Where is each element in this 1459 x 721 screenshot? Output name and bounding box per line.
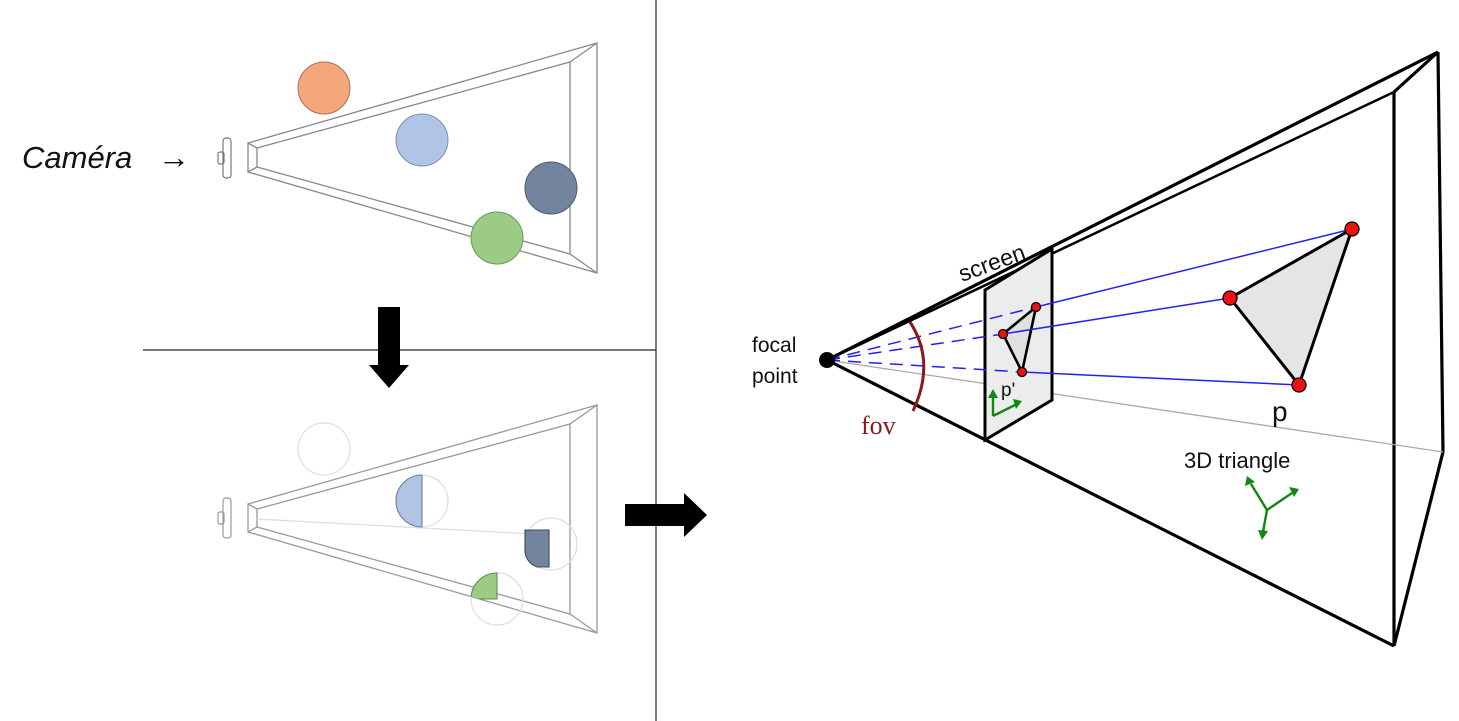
focal-label: focal [752, 334, 796, 357]
light-blue-sphere-visible-half [395, 474, 423, 528]
frustum-outline [247, 404, 598, 634]
orange-sphere [297, 61, 351, 115]
dark-blue-sphere [524, 161, 578, 215]
green-sphere-visible-quarter [470, 572, 498, 600]
screen-axes-icon [988, 389, 1022, 418]
right-arrow-icon [625, 493, 707, 537]
view-frustum [826, 50, 1445, 648]
bottom-frustum-scene [217, 404, 598, 634]
top-frustum-scene [217, 42, 598, 274]
3d-triangle-label: 3D triangle [1184, 448, 1290, 473]
p-prime-label: p' [1001, 380, 1015, 401]
green-sphere [470, 211, 524, 265]
down-arrow-icon [369, 307, 409, 388]
projected-vertex [1030, 301, 1042, 313]
culled-orange-sphere [297, 422, 351, 476]
camera-icon [217, 137, 232, 179]
frustum-back-edge [826, 359, 1444, 453]
projected-vertex [997, 328, 1009, 340]
world-axes-icon [1245, 476, 1299, 540]
dark-blue-sphere-visible-part [524, 529, 550, 568]
projection-rays [826, 228, 1353, 386]
3d-triangle [1227, 225, 1355, 389]
3d-vertex [1222, 290, 1238, 306]
camera-label: Caméra [22, 140, 132, 175]
3d-vertex [1344, 221, 1360, 237]
camera-arrow-icon: → [158, 139, 190, 175]
frustum-outline [247, 42, 598, 274]
fov-arc [908, 321, 926, 412]
frustum-near-edge [826, 90, 1395, 362]
projection-diagram: screen focal point fov p' [752, 50, 1445, 648]
point-label: point [752, 365, 798, 388]
3d-vertex [1291, 377, 1307, 393]
focal-point [819, 352, 835, 368]
p-label: p [1272, 396, 1288, 427]
vertex-points [997, 221, 1360, 393]
projected-vertex [1016, 366, 1028, 378]
fov-label: fov [861, 411, 896, 440]
projected-triangle [1001, 303, 1039, 376]
view-ray [256, 518, 551, 536]
camera-icon [217, 497, 232, 539]
light-blue-sphere [395, 113, 449, 167]
